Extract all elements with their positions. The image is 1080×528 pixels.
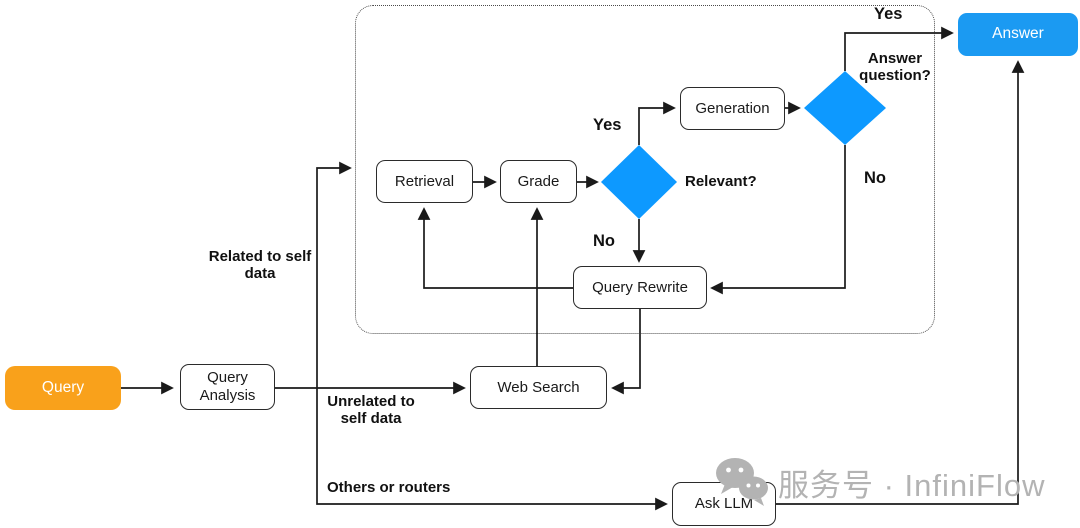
edge-relevant-yes-to-generation: [638, 101, 676, 145]
node-answer: Answer: [958, 13, 1078, 56]
relevant-decision-diamond: [601, 145, 677, 219]
node-retrieval: Retrieval: [376, 160, 473, 203]
label-yes-answer: Yes: [874, 5, 903, 23]
node-generation: Generation: [680, 87, 785, 130]
self-rag-dotted-container: [355, 5, 935, 334]
edge-rewrite-to-retrieval: [417, 207, 573, 289]
node-query-rewrite: Query Rewrite: [573, 266, 707, 309]
edge-askllm-to-answer: [776, 60, 1025, 505]
node-ask-llm: Ask LLM: [672, 482, 776, 526]
node-query: Query: [5, 366, 121, 410]
edge-answerq-yes-to-answer: [844, 26, 954, 71]
label-others-or-routers: Others or routers: [327, 479, 451, 496]
label-no-answer: No: [864, 169, 886, 187]
label-answer-question: Answer question?: [859, 50, 931, 85]
node-web-search: Web Search: [470, 366, 607, 409]
answer-question-decision-diamond: [804, 71, 886, 145]
label-relevant-question: Relevant?: [685, 173, 757, 190]
edge-answerq-no-to-rewrite: [710, 145, 846, 295]
edge-others-to-askllm: [316, 388, 668, 511]
node-grade: Grade: [500, 160, 577, 203]
edge-related-to-container: [316, 161, 352, 388]
edge-rewrite-to-websearch: [611, 309, 641, 395]
label-yes-relevant: Yes: [593, 116, 622, 134]
label-unrelated-to-self-data: Unrelated to self data: [327, 393, 415, 428]
label-no-relevant: No: [593, 232, 615, 250]
node-query-analysis: Query Analysis: [180, 364, 275, 410]
label-related-to-self-data: Related to self data: [208, 248, 312, 283]
